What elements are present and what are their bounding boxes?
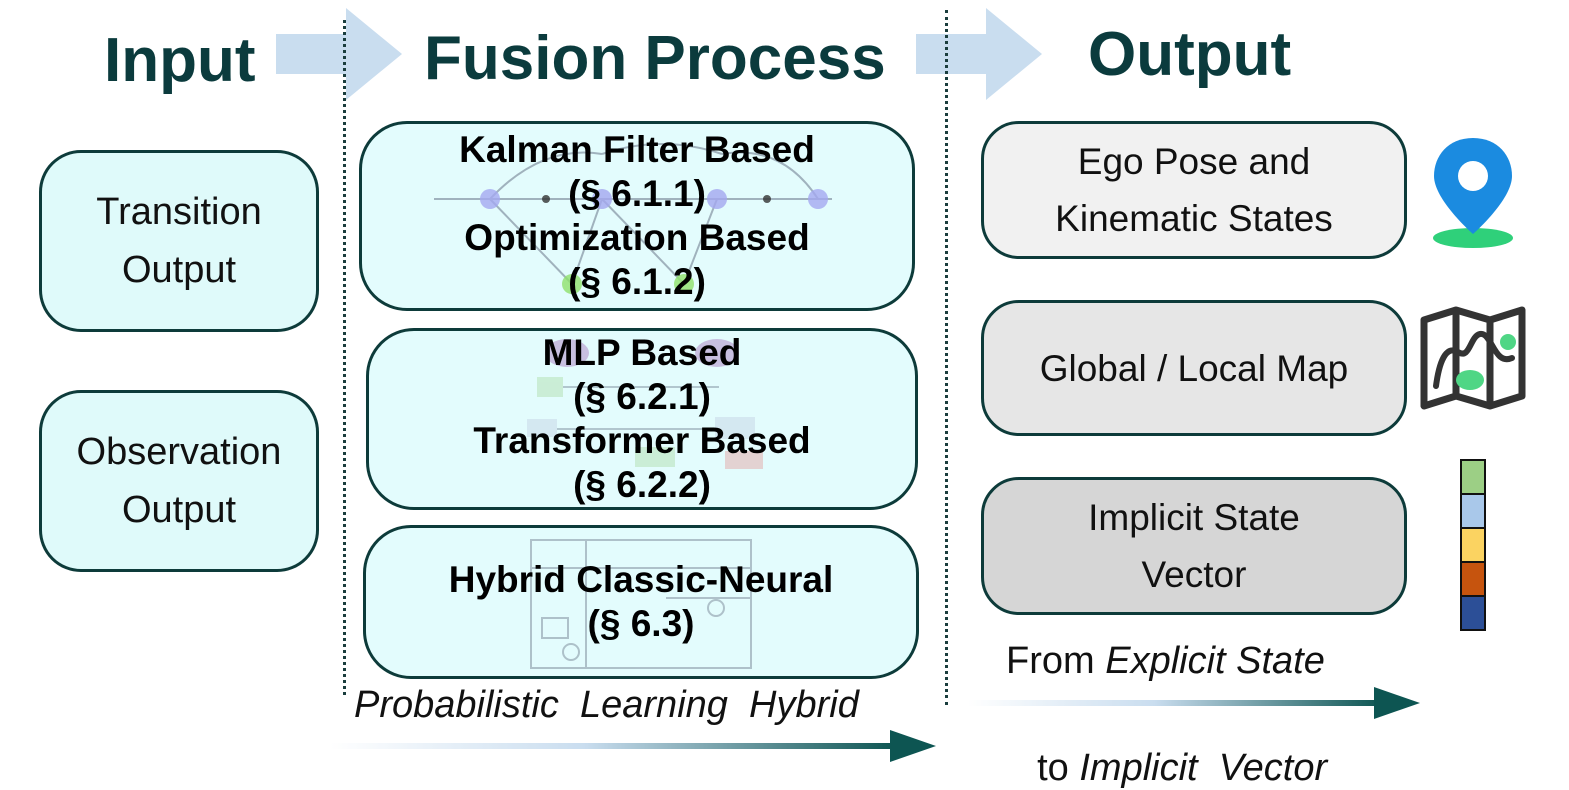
- output-axis-line1: From Explicit State: [1006, 640, 1325, 683]
- flow-arrow-fusion-to-output: [916, 8, 1042, 100]
- fusion-section-ref: (§ 6.1.2): [568, 261, 706, 302]
- fusion-box-probabilistic: Kalman Filter Based (§ 6.1.1) Optimizati…: [359, 121, 915, 311]
- fusion-section-ref: (§ 6.1.1): [568, 173, 706, 214]
- state-vector-icon: [1460, 459, 1486, 631]
- divider-right: [945, 10, 948, 705]
- fusion-method-label: MLP Based: [542, 332, 742, 373]
- output-axis-emphasis: Explicit State: [1105, 640, 1325, 682]
- input-box-observation: Observation Output: [39, 390, 319, 572]
- input-box-label: Observation: [76, 431, 282, 473]
- vector-cell: [1462, 495, 1484, 529]
- output-axis-prefix: to: [1037, 747, 1080, 789]
- fusion-box-learning: MLP Based (§ 6.2.1) Transformer Based (§…: [366, 328, 918, 510]
- axis-label-hybrid: Hybrid: [749, 684, 859, 726]
- output-box-label: Implicit State: [1088, 497, 1300, 538]
- network-diagram-background: [527, 339, 763, 469]
- fusion-axis-labels: Probabilistic Learning Hybrid: [354, 684, 859, 727]
- input-box-label: Output: [121, 489, 237, 531]
- output-box-label: Global / Local Map: [1039, 347, 1349, 389]
- vector-cell: [1462, 597, 1484, 629]
- fusion-section-ref: (§ 6.2.2): [573, 464, 711, 505]
- output-box-ego-pose: Ego Pose and Kinematic States: [981, 121, 1407, 259]
- output-box-implicit: Implicit State Vector: [981, 477, 1407, 615]
- output-heading: Output: [1088, 20, 1292, 89]
- axis-label-learning: Learning: [580, 684, 728, 726]
- vector-cell: [1462, 563, 1484, 597]
- input-box-transition: Transition Output: [39, 150, 319, 332]
- output-axis-emphasis: Implicit Vector: [1079, 747, 1328, 789]
- fusion-method-label: Transformer Based: [473, 420, 811, 461]
- fusion-method-label: Optimization Based: [464, 217, 810, 258]
- axis-label-probabilistic: Probabilistic: [354, 684, 559, 726]
- fusion-section-ref: (§ 6.3): [587, 603, 695, 644]
- output-box-label: Ego Pose and: [1077, 141, 1311, 182]
- fusion-axis-arrow: [330, 730, 936, 762]
- input-heading: Input: [104, 26, 256, 95]
- output-box-label: Vector: [1141, 554, 1247, 595]
- location-pin-icon: [1433, 138, 1513, 248]
- fusion-method-label: Kalman Filter Based: [459, 129, 815, 170]
- input-box-label: Transition: [96, 191, 262, 233]
- fusion-method-label: Hybrid Classic-Neural: [448, 559, 834, 600]
- fusion-box-hybrid: Hybrid Classic-Neural (§ 6.3): [363, 525, 919, 679]
- factor-graph-background: [434, 143, 832, 294]
- output-axis-arrow: [968, 687, 1420, 719]
- vector-cell: [1462, 461, 1484, 495]
- hybrid-network-background: [530, 539, 752, 669]
- fusion-section-ref: (§ 6.2.1): [573, 376, 711, 417]
- vector-cell: [1462, 529, 1484, 563]
- output-box-label: Kinematic States: [1055, 198, 1333, 239]
- flow-arrow-input-to-fusion: [276, 8, 402, 100]
- divider-left: [343, 20, 346, 695]
- fusion-heading: Fusion Process: [424, 24, 886, 93]
- map-icon: [1420, 306, 1526, 410]
- output-box-map: Global / Local Map: [981, 300, 1407, 436]
- input-box-label: Output: [121, 249, 237, 291]
- output-axis-prefix: From: [1006, 640, 1106, 682]
